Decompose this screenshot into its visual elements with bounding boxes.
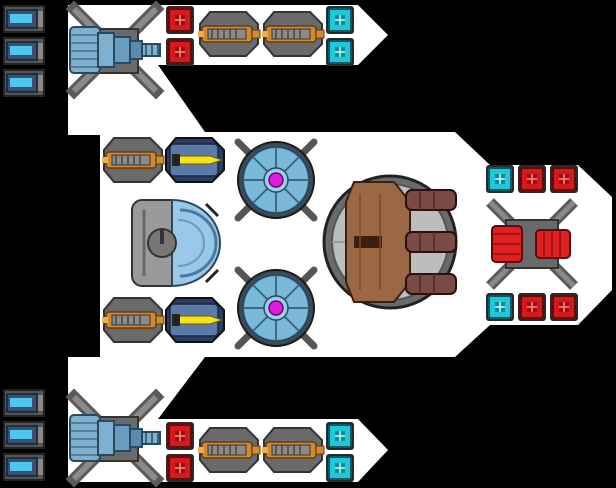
cockpit-icon[interactable]: [131, 198, 221, 288]
red-block-icon[interactable]: [549, 292, 579, 322]
red-block-icon[interactable]: [165, 421, 195, 451]
red-block-icon[interactable]: [165, 5, 195, 35]
fuel-cell-icon[interactable]: [3, 453, 45, 481]
gold-cannon-icon[interactable]: [197, 427, 261, 473]
fuel-cell-icon[interactable]: [3, 37, 45, 65]
triple-cannon-icon[interactable]: [322, 174, 458, 310]
red-block-icon[interactable]: [517, 292, 547, 322]
cyan-block-icon[interactable]: [325, 37, 355, 67]
cyan-block-icon[interactable]: [485, 292, 515, 322]
red-block-icon[interactable]: [549, 164, 579, 194]
red-block-icon[interactable]: [165, 453, 195, 483]
fuel-cell-icon[interactable]: [3, 5, 45, 33]
fuel-cell-icon[interactable]: [3, 421, 45, 449]
cyan-block-icon[interactable]: [325, 421, 355, 451]
gold-cannon-icon[interactable]: [101, 297, 165, 343]
yellow-missile-icon[interactable]: [165, 137, 225, 183]
shield-turret-icon[interactable]: [238, 142, 314, 218]
shield-turret-icon[interactable]: [238, 270, 314, 346]
cyan-block-icon[interactable]: [325, 5, 355, 35]
red-block-icon[interactable]: [517, 164, 547, 194]
cyan-block-icon[interactable]: [485, 164, 515, 194]
fuel-cell-icon[interactable]: [3, 389, 45, 417]
red-engine-icon[interactable]: [486, 198, 578, 290]
gold-cannon-icon[interactable]: [197, 11, 261, 57]
fuel-cell-icon[interactable]: [3, 69, 45, 97]
yellow-missile-icon[interactable]: [165, 297, 225, 343]
cyan-block-icon[interactable]: [325, 453, 355, 483]
gold-cannon-icon[interactable]: [261, 11, 325, 57]
gold-cannon-icon[interactable]: [261, 427, 325, 473]
red-block-icon[interactable]: [165, 37, 195, 67]
gold-cannon-icon[interactable]: [101, 137, 165, 183]
